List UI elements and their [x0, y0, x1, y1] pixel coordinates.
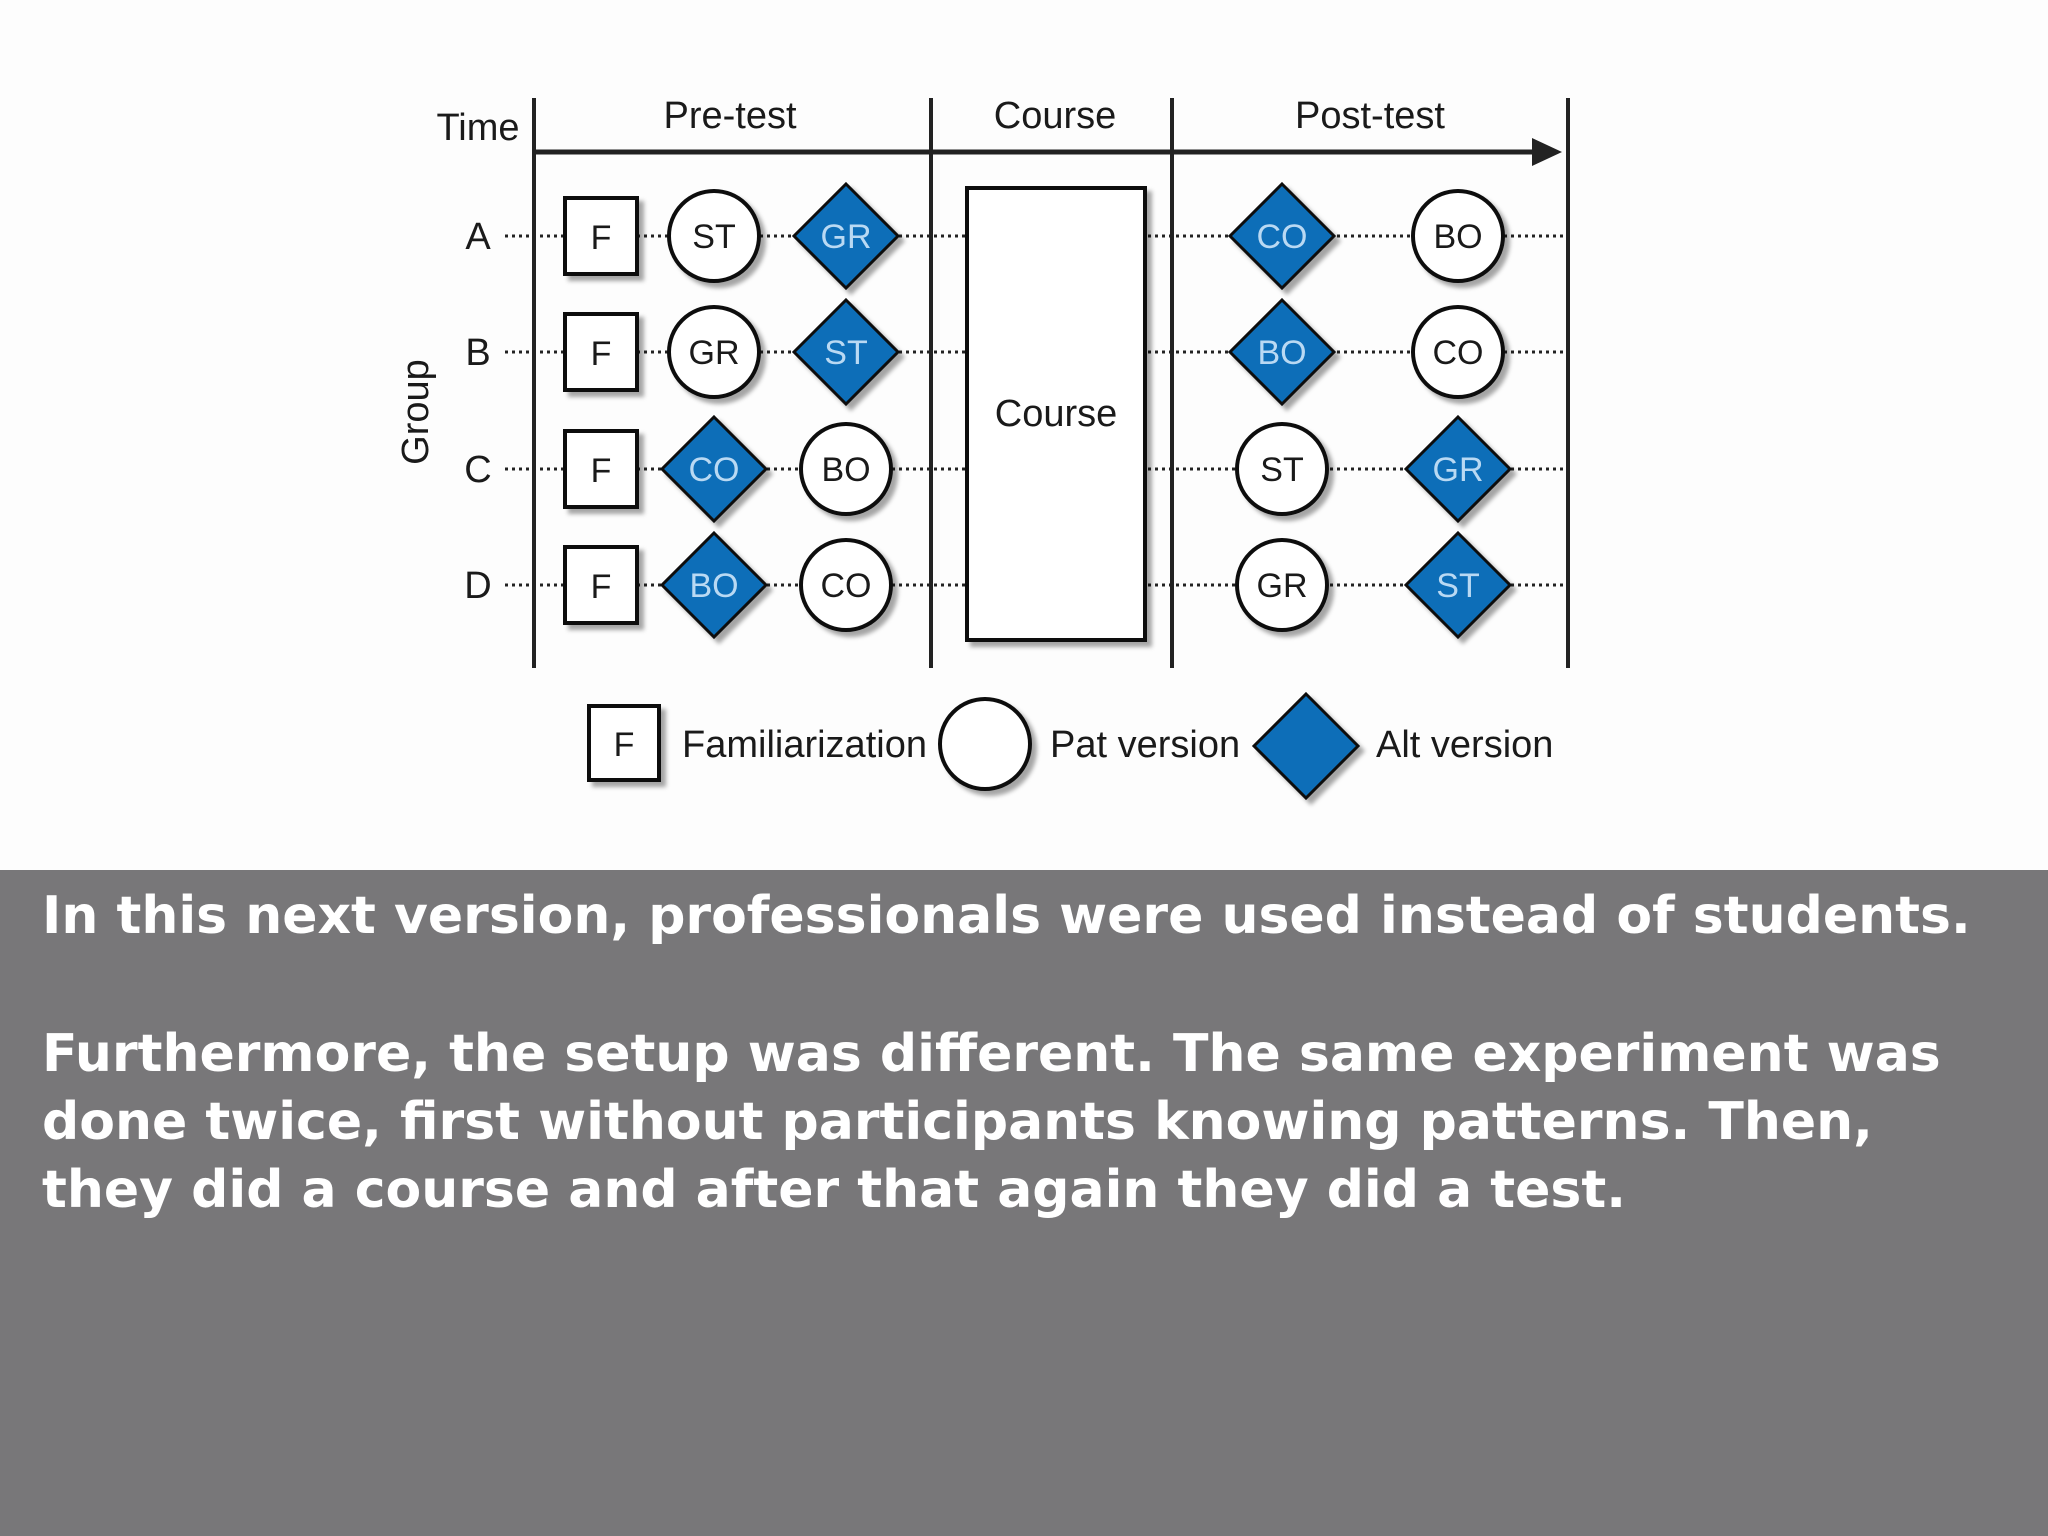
legend-pat-circle-icon — [938, 697, 1032, 791]
node-label: BO — [1433, 218, 1482, 256]
caption-paragraph-2: Furthermore, the setup was different. Th… — [42, 1024, 1941, 1220]
course-box — [965, 186, 1147, 642]
alt-version-diamond — [1403, 530, 1513, 640]
legend-alt-diamond-icon — [1251, 691, 1361, 801]
node-label: BO — [689, 567, 738, 605]
familiarization-label: F — [591, 219, 612, 257]
course-phase-label: Course — [994, 95, 1117, 137]
familiarization-label: F — [591, 335, 612, 373]
pretest-label: Pre-test — [663, 95, 796, 137]
node-label: BO — [1257, 334, 1306, 372]
group-axis-label: Group — [395, 359, 437, 465]
legend-pat-label: Pat version — [1050, 724, 1240, 766]
pat-version-circle — [799, 422, 893, 516]
node-label: BO — [821, 451, 870, 489]
group-label: A — [465, 216, 491, 258]
node-label: CO — [1257, 218, 1308, 256]
legend-familiarization-box — [587, 704, 661, 782]
alt-version-diamond — [791, 181, 901, 291]
familiarization-label: F — [591, 452, 612, 490]
pat-version-circle — [667, 305, 761, 399]
familiarization-box — [563, 545, 639, 625]
course-box-label: Course — [995, 393, 1118, 435]
pat-version-circle — [1235, 538, 1329, 632]
pat-version-circle — [1235, 422, 1329, 516]
time-axis-arrowhead — [1532, 138, 1562, 166]
node-label: CO — [821, 567, 872, 605]
study-design-diagram: Time Pre-test Course Post-test Group A F S… — [395, 95, 1570, 801]
node-label: ST — [1436, 567, 1479, 605]
group-label: D — [464, 565, 491, 607]
familiarization-box — [563, 429, 639, 509]
node-label: ST — [692, 218, 735, 256]
alt-version-diamond — [791, 297, 901, 407]
node-label: CO — [689, 451, 740, 489]
legend: F Familiarization Pat version Alt versio… — [587, 691, 1553, 801]
alt-version-diamond — [1403, 414, 1513, 524]
alt-version-diamond — [1227, 297, 1337, 407]
time-label: Time — [436, 107, 519, 149]
node-label: ST — [824, 334, 867, 372]
legend-familiarization-symbol: F — [614, 726, 635, 764]
pat-version-circle — [667, 189, 761, 283]
caption-band — [0, 870, 2048, 1536]
familiarization-box — [563, 196, 639, 276]
diagram-area: Time Pre-test Course Post-test Group A F S… — [395, 95, 1570, 801]
group-label: B — [465, 332, 490, 374]
node-label: GR — [821, 218, 872, 256]
pat-version-circle — [1411, 305, 1505, 399]
node-label: ST — [1260, 451, 1303, 489]
alt-version-diamond — [659, 530, 769, 640]
legend-alt-label: Alt version — [1376, 724, 1553, 766]
pat-version-circle — [1411, 189, 1505, 283]
node-label: GR — [1257, 567, 1308, 605]
caption-paragraph-1: In this next version, professionals were… — [42, 886, 1971, 946]
node-label: GR — [689, 334, 740, 372]
node-label: GR — [1433, 451, 1484, 489]
legend-familiarization-label: Familiarization — [682, 724, 927, 766]
familiarization-label: F — [591, 568, 612, 606]
familiarization-box — [563, 312, 639, 392]
posttest-label: Post-test — [1295, 95, 1445, 137]
node-label: CO — [1433, 334, 1484, 372]
alt-version-diamond — [1227, 181, 1337, 291]
alt-version-diamond — [659, 414, 769, 524]
group-rows: A F ST GR CO BO B F GR ST BO CO C F CO BO ST GR D F BO CO GR ST — [464, 181, 1564, 640]
group-label: C — [464, 449, 491, 491]
pat-version-circle — [799, 538, 893, 632]
